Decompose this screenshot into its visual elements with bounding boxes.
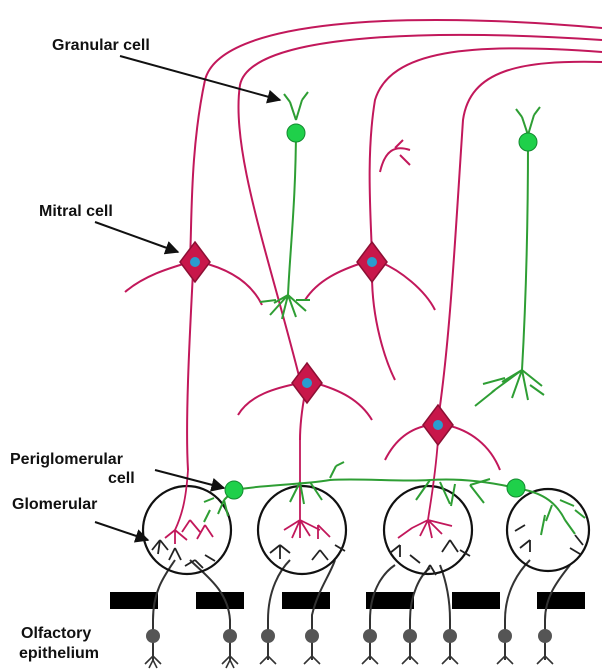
granular-somas [225, 124, 537, 499]
receptor-neurons [153, 560, 570, 660]
mitral-somas [180, 242, 453, 445]
periglomerular-label-line1: Periglomerular [10, 450, 123, 469]
olfactory-label-line2: epithelium [19, 644, 99, 663]
periglomerular-label-line2: cell [108, 469, 135, 488]
receptor-cilia [145, 656, 553, 668]
cribriform-bars [110, 592, 585, 609]
granular-cells [204, 92, 585, 535]
mitral-axons [190, 20, 602, 420]
olfactory-label-line1: Olfactory [21, 624, 91, 643]
granular-cell-label: Granular cell [52, 36, 150, 55]
glomerular-label: Glomerular [12, 495, 97, 514]
receptor-somas [146, 629, 552, 643]
mitral-cell-label: Mitral cell [39, 202, 113, 221]
mitral-nuclei [190, 257, 443, 430]
receptor-terminals [152, 525, 583, 575]
